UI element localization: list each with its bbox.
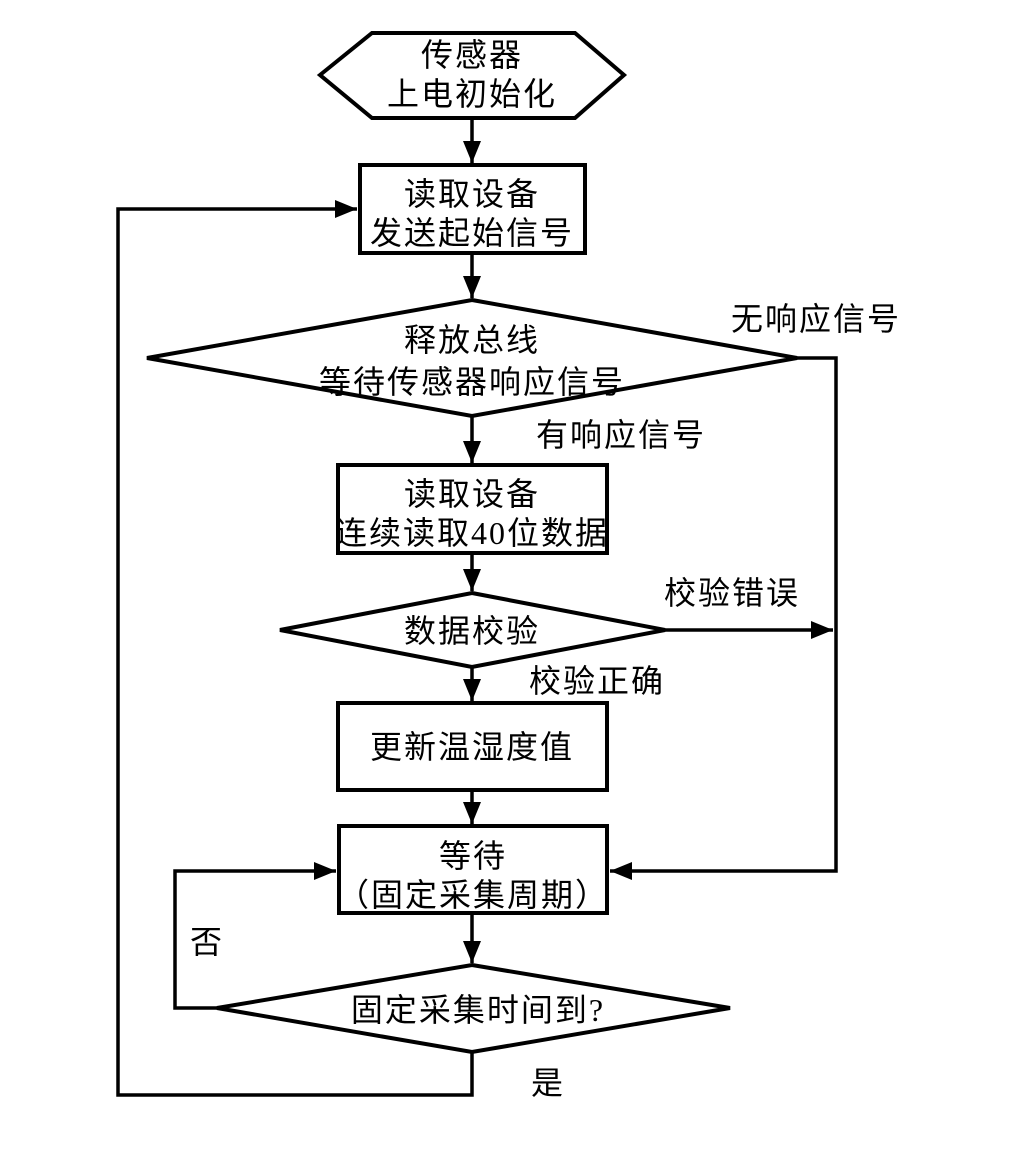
wait-response-diamond [146,297,798,419]
node-data-check: 数据校验 [279,590,666,670]
update-value-label: 更新温湿度值 [370,729,574,765]
node-wait-response: 释放总线 等待传感器响应信号 [146,297,798,419]
label-no-response: 无响应信号 [731,301,901,337]
wait-cycle-label-line1: 等待 [439,838,507,874]
wait-cycle-rect [337,824,609,915]
label-check-ok: 校验正确 [529,663,665,699]
edge-no-loop [173,862,336,1010]
time-reached-diamond [216,962,731,1055]
send-start-rect [358,163,587,255]
edge-labels: 无响应信号 有响应信号 校验错误 校验正确 否 是 [190,301,901,1101]
start-label-line1: 传感器 [421,37,523,73]
time-reached-label: 固定采集时间到? [351,992,605,1028]
read-40bit-rect [336,463,609,555]
node-read-40bit: 读取设备 连续读取40位数据 [335,463,609,555]
wait-cycle-label-line2: （固定采集周期） [337,877,609,913]
data-check-diamond [279,590,666,670]
wait-response-label-line1: 释放总线 [404,322,540,358]
node-send-start-signal: 读取设备 发送起始信号 [358,163,587,255]
start-hexagon [316,31,628,120]
label-yes: 是 [531,1065,565,1101]
node-time-reached: 固定采集时间到? [216,962,731,1055]
label-has-response: 有响应信号 [536,417,706,453]
edge-noresponse-loop [610,356,838,880]
node-wait-cycle: 等待 （固定采集周期） [337,824,609,915]
node-start: 传感器 上电初始化 [316,31,628,120]
update-value-rect [336,701,609,792]
send-start-label-line2: 发送起始信号 [370,215,574,251]
wait-response-label-line2: 等待传感器响应信号 [319,364,625,400]
edge-yes-loop [116,200,474,1097]
label-no: 否 [190,924,224,960]
label-check-error: 校验错误 [664,575,800,611]
start-label-line2: 上电初始化 [387,76,557,112]
read-40bit-label-line1: 读取设备 [404,476,540,512]
edges [116,119,838,1097]
node-update-value: 更新温湿度值 [336,701,609,792]
read-40bit-label-line2: 连续读取40位数据 [335,515,609,551]
data-check-label: 数据校验 [404,613,540,649]
send-start-label-line1: 读取设备 [404,176,540,212]
